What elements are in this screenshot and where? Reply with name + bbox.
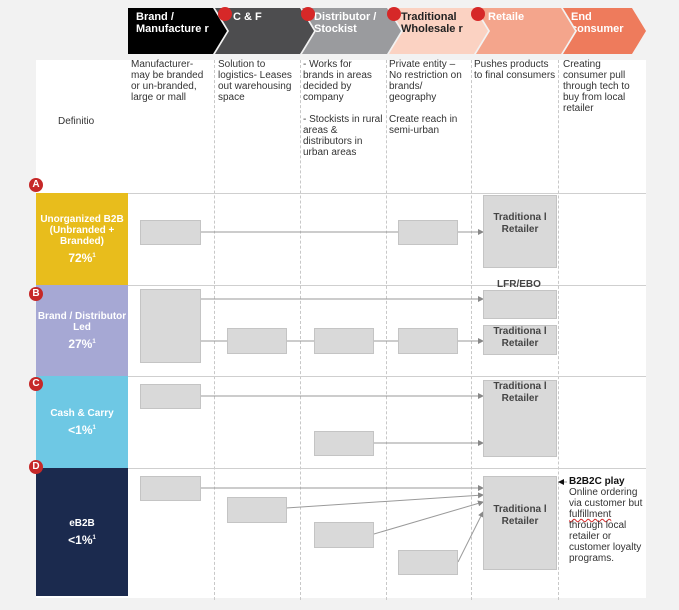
definition-retailer: Pushes products to final consumers (474, 59, 556, 81)
c-and-f-box (227, 497, 287, 523)
b2b2c-arrowhead (558, 479, 564, 485)
stage-marker-dot (387, 7, 401, 21)
lfr-ebo-box (483, 290, 557, 319)
brand-box (140, 476, 201, 501)
distributor-box (314, 431, 374, 456)
brand-box (140, 289, 201, 363)
b2b2c-title: B2B2C play (569, 476, 625, 487)
distributor-box (314, 522, 374, 548)
definition-row-label: Definitio (58, 116, 95, 127)
brand-box (140, 384, 201, 409)
column-separator (558, 60, 559, 600)
definition-c-and-f: Solution to logistics- Leases out wareho… (218, 59, 292, 103)
c-and-f-box (227, 328, 287, 354)
stage-distributor-stockist: Distributor / Stockist (302, 8, 401, 54)
stage-marker-dot (301, 7, 315, 21)
traditional-retailer-box: Traditiona l Retailer (483, 380, 557, 457)
segment-cash-and-carry: Cash & Carry <1%1 (36, 376, 128, 468)
row-separator (36, 376, 646, 377)
column-separator (214, 60, 215, 600)
wholesaler-box (398, 550, 458, 575)
stage-marker-dot (218, 7, 232, 21)
definition-distributor: - Works for brands in areas decided by c… (303, 59, 383, 158)
segment-eb2b: eB2B <1%1 (36, 468, 128, 596)
segment-brand-distributor-led: Brand / Distributor Led 27%1 (36, 285, 128, 376)
flow-line (457, 511, 484, 563)
b2b2c-description: Online ordering via customer but fulfill… (569, 487, 643, 564)
definition-brand: Manufacturer- may be branded or un-brand… (131, 59, 204, 103)
stage-brand-manufacturer: Brand / Manufacture r (128, 8, 227, 54)
segment-badge-b: B (29, 287, 43, 301)
column-separator (471, 60, 472, 600)
wholesaler-box (398, 220, 458, 245)
traditional-retailer-box: Traditiona l Retailer (483, 195, 557, 268)
distributor-box (314, 328, 374, 354)
definition-wholesaler: Private entity – No restriction on brand… (389, 59, 462, 136)
flow-line (373, 500, 484, 535)
segment-badge-a: A (29, 178, 43, 192)
traditional-retailer-box: Traditiona l Retailer (483, 325, 557, 355)
row-separator (36, 285, 646, 286)
segment-badge-c: C (29, 377, 43, 391)
brand-box (140, 220, 201, 245)
row-separator (36, 468, 646, 469)
traditional-retailer-box: Traditiona l Retailer (483, 476, 557, 570)
flow-line (285, 492, 484, 509)
stage-marker-dot (471, 7, 485, 21)
b2b2c-annotation: B2B2C play Online ordering via customer … (560, 476, 647, 564)
row-separator (36, 193, 646, 194)
segment-unorganized-b2b: Unorganized B2B (Unbranded + Branded) 72… (36, 193, 128, 285)
wholesaler-box (398, 328, 458, 354)
column-separator (300, 60, 301, 600)
definition-end-consumer: Creating consumer pull through tech to b… (563, 59, 630, 114)
segment-badge-d: D (29, 460, 43, 474)
column-separator (386, 60, 387, 600)
stage-retailer: Retaile (476, 8, 575, 54)
lfr-ebo-label: LFR/EBO (497, 279, 541, 290)
